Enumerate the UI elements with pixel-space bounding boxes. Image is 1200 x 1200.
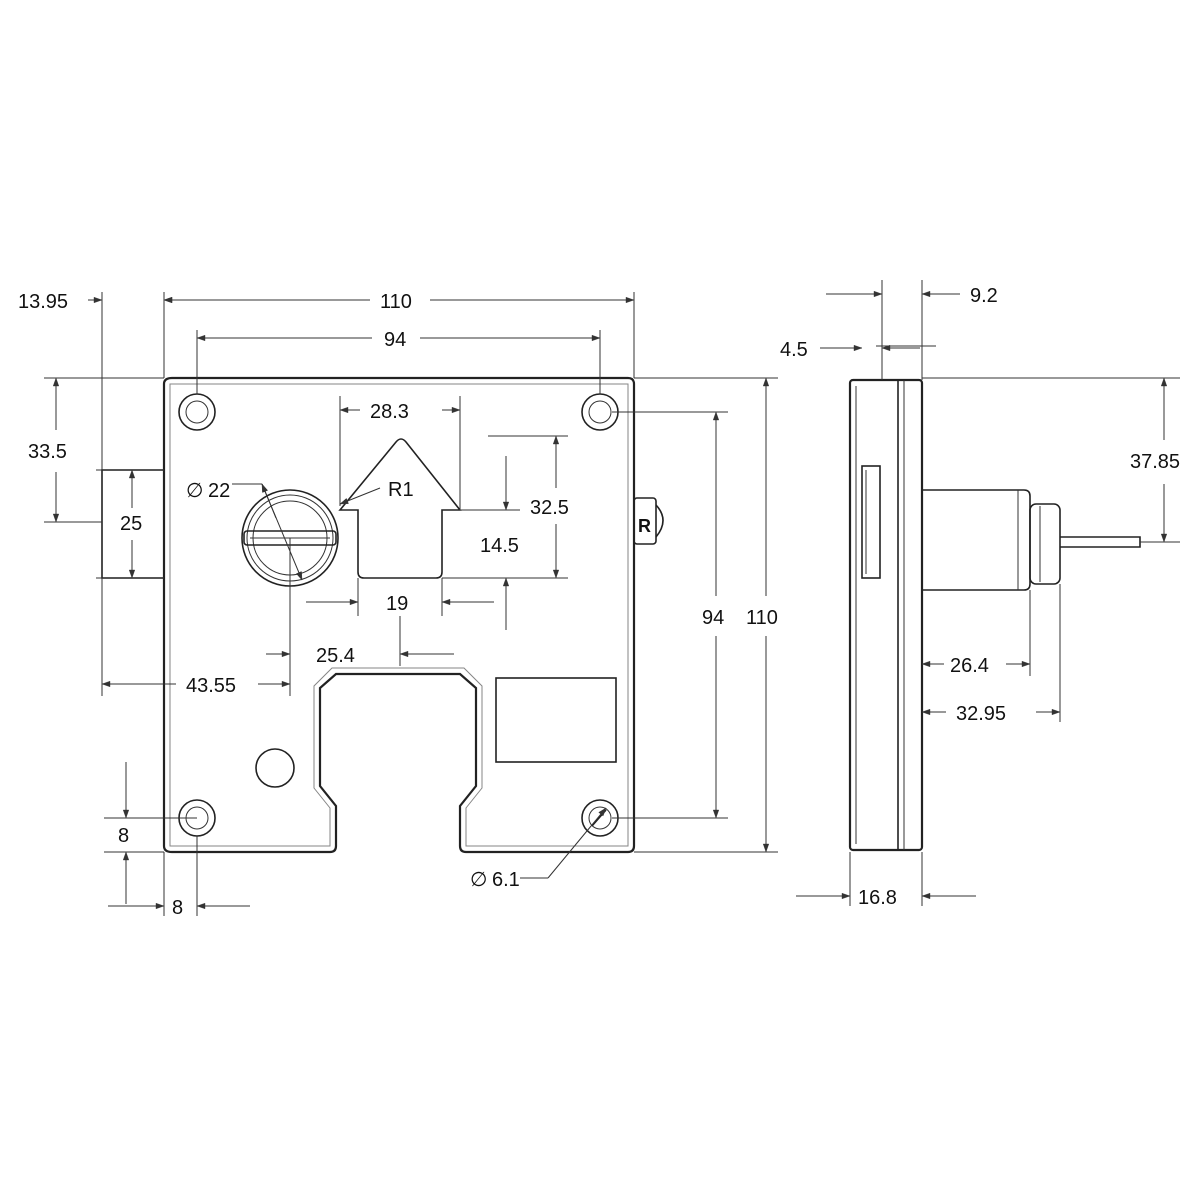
dim-cylinder-dia: 22 <box>208 480 230 502</box>
side-body <box>848 378 924 852</box>
dim-arrow-width: 28.3 <box>370 401 409 423</box>
dim-arrow-radius: R1 <box>388 479 414 501</box>
dim-body-to-collar: 26.4 <box>950 655 989 677</box>
dim-hole-spacing-v: 94 <box>702 607 724 629</box>
svg-text:R: R <box>638 516 651 536</box>
front-view: R <box>18 291 778 919</box>
dim-cylinder-dia-symbol: ∅ <box>186 480 203 502</box>
side-bolt-slot <box>861 465 881 579</box>
dim-spindle-height: 37.85 <box>1130 451 1180 473</box>
dim-arrow-slot-height: 32.5 <box>530 497 569 519</box>
dim-bolt-top: 33.5 <box>28 441 67 463</box>
dim-hole-from-left: 8 <box>172 897 183 919</box>
dim-body-to-spindle: 32.95 <box>956 703 1006 725</box>
dim-arrow-neck-height: 14.5 <box>480 535 519 557</box>
extension-lines-front <box>44 292 778 916</box>
side-spindle <box>1060 536 1141 548</box>
dim-cylinder-to-neck: 25.4 <box>316 645 355 667</box>
mounting-hole-top-left <box>178 393 216 431</box>
side-view: 9.2 4.5 37.85 26.4 32.95 16.8 <box>780 280 1180 909</box>
dim-plate-thickness: 4.5 <box>780 339 808 361</box>
lock-body-inner-edge <box>169 383 629 847</box>
brand-logo-icon: R <box>633 497 664 545</box>
dim-bolt-height: 25 <box>120 513 142 535</box>
dim-cylinder-from-left: 43.55 <box>186 675 236 697</box>
label-area <box>495 677 617 763</box>
dim-depth: 16.8 <box>858 887 897 909</box>
dim-height-total: 110 <box>746 607 778 629</box>
side-cylinder-collar <box>1029 503 1061 585</box>
dim-hole-spacing-h: 94 <box>384 329 406 351</box>
dim-width-total: 110 <box>380 291 412 313</box>
lock-body-outline <box>162 376 636 854</box>
arrow-cutout <box>338 438 462 579</box>
dim-hole-from-bottom: 8 <box>118 825 129 847</box>
bottom-round-hole <box>255 748 295 788</box>
dim-screw-dia-symbol: ∅ <box>470 869 487 891</box>
extension-lines-side <box>849 280 1180 906</box>
side-cylinder-housing <box>922 489 1031 591</box>
dim-screw-dia: 6.1 <box>492 869 520 891</box>
dim-arrow-neck-width: 19 <box>386 593 408 615</box>
dim-offset-left: 13.95 <box>18 291 68 313</box>
dim-front-offset: 9.2 <box>970 285 998 307</box>
